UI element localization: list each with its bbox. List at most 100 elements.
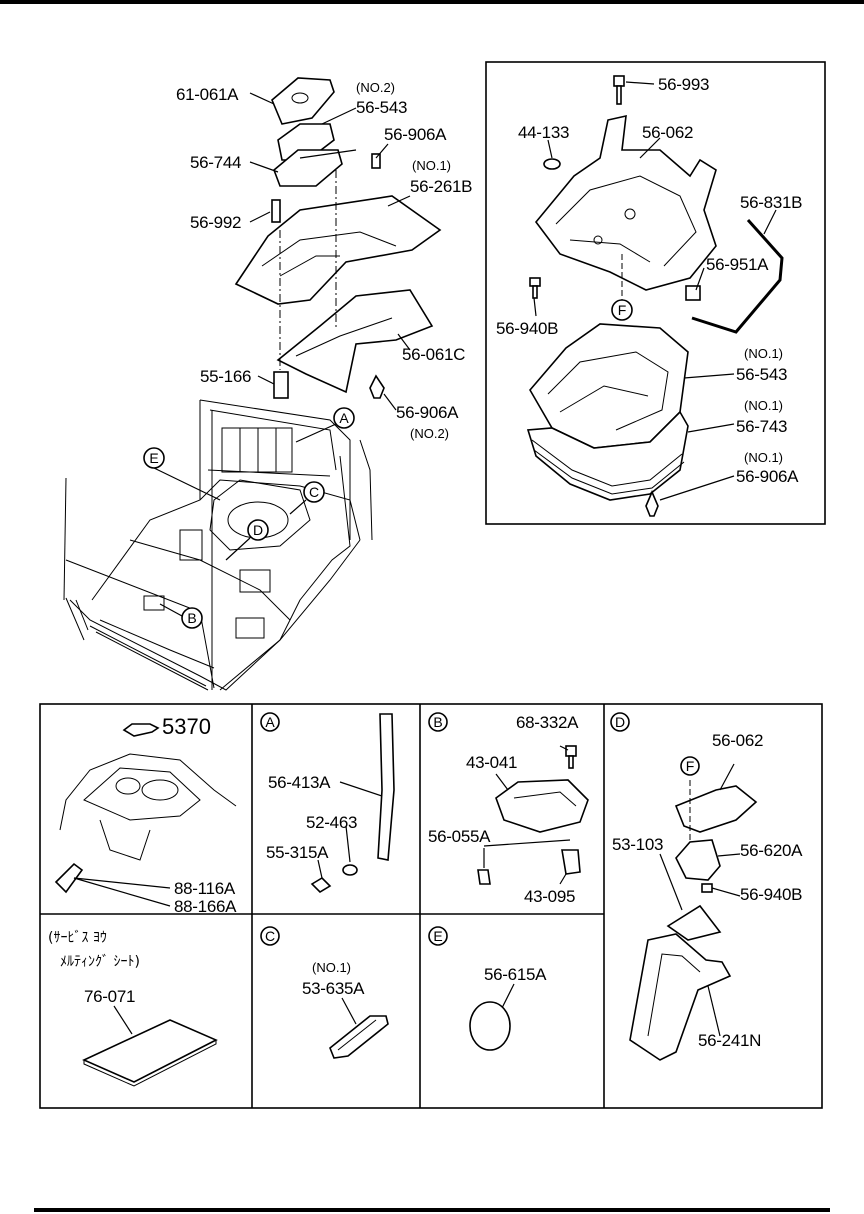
- part-61-061A: [271, 77, 335, 125]
- part-56-413A: [377, 713, 395, 861]
- detail-f-leaders: [533, 81, 777, 501]
- label-53-103: 53-103: [612, 835, 663, 854]
- panel-d-tag: D: [615, 714, 625, 730]
- part-53-635A: [329, 1015, 389, 1059]
- part-55-315A: [310, 876, 332, 894]
- part-56-543-top: [277, 123, 335, 161]
- part-56-615A: [469, 1001, 511, 1051]
- callout-c: C: [309, 484, 319, 500]
- label-f-no1-c: (NO.1): [744, 450, 783, 465]
- label-f-56-062: 56-062: [642, 123, 693, 142]
- label-d-F: F: [686, 758, 695, 774]
- label-f-56-993: 56-993: [658, 75, 709, 94]
- label-f-56-940B: 56-940B: [496, 319, 558, 338]
- part-56-062-d: [674, 785, 758, 833]
- panel-c: C (NO.1) 53-635A: [260, 926, 389, 1059]
- label-56-992: 56-992: [190, 213, 241, 232]
- panel-service: (ｻｰﾋﾞｽ ﾖｳ ﾒﾙﾃｨﾝｸﾞ ｼｰﾄ) 76-071: [48, 930, 218, 1087]
- part-56-744: [273, 149, 343, 187]
- detail-f-labels: 56-993 44-133 56-062 56-831B 56-951A 56-…: [496, 75, 802, 486]
- part-52-463: [342, 864, 358, 876]
- panel-grid: [39, 703, 823, 1109]
- callout-d: D: [253, 522, 263, 538]
- label-56-906A-top: 56-906A: [384, 125, 447, 144]
- main-labels: 61-061A (NO.2) 56-543 56-906A 56-744 (NO…: [176, 80, 472, 441]
- part-55-166: [273, 371, 289, 399]
- label-55-166: 55-166: [200, 367, 251, 386]
- service-note-line2: ﾒﾙﾃｨﾝｸﾞ ｼｰﾄ): [60, 954, 140, 970]
- label-56-055A: 56-055A: [428, 827, 491, 846]
- label-f-56-543: 56-543: [736, 365, 787, 384]
- part-68-332A: [565, 745, 577, 757]
- detail-f-parts: [526, 75, 784, 517]
- part-56-055A: [477, 869, 491, 885]
- label-56-744: 56-744: [190, 153, 241, 172]
- detail-f-box: [485, 61, 826, 525]
- part-43-041: [495, 779, 589, 833]
- panel-b: B 68-332A 43-041 56-055A 43-095: [428, 712, 589, 906]
- part-56-831B: [691, 218, 784, 334]
- label-56-906A-mid: 56-906A: [396, 403, 459, 422]
- label-f-56-831B: 56-831B: [740, 193, 802, 212]
- label-f-56-743: 56-743: [736, 417, 787, 436]
- callout-f: F: [618, 302, 627, 318]
- label-f-56-906A: 56-906A: [736, 467, 799, 486]
- part-56-261B: [234, 195, 442, 305]
- label-61-061A: 61-061A: [176, 85, 239, 104]
- main-callouts: A C E D B: [143, 407, 355, 629]
- label-f-56-951A: 56-951A: [706, 255, 769, 274]
- label-no1-top: (NO.1): [412, 158, 451, 173]
- label-88-166A: 88-166A: [174, 897, 237, 916]
- label-55-315A: 55-315A: [266, 843, 329, 862]
- main-exploded-view: [63, 77, 442, 691]
- label-68-332A: 68-332A: [516, 713, 579, 732]
- label-76-071: 76-071: [84, 987, 135, 1006]
- label-f-44-133: 44-133: [518, 123, 569, 142]
- part-56-992: [271, 199, 281, 223]
- label-43-041: 43-041: [466, 753, 517, 772]
- label-88-116A: 88-116A: [174, 879, 236, 898]
- pointing-hand-icon: [122, 723, 160, 737]
- panel-a-tag: A: [265, 714, 275, 730]
- main-leaders: [153, 92, 411, 617]
- label-56-615A: 56-615A: [484, 965, 547, 984]
- label-52-463: 52-463: [306, 813, 357, 832]
- top-rule: [0, 0, 864, 4]
- part-56-906A-f: [645, 489, 659, 517]
- part-43-095: [561, 849, 581, 875]
- bottom-rule: [34, 1208, 830, 1212]
- callout-b: B: [187, 610, 196, 626]
- callout-e: E: [149, 450, 158, 466]
- panel-c-tag: C: [265, 928, 275, 944]
- part-88-116A: [54, 862, 84, 894]
- part-56-743-f: [526, 410, 689, 501]
- part-56-906A-top: [371, 153, 381, 169]
- label-56-413A: 56-413A: [268, 773, 331, 792]
- label-53-635A: 53-635A: [302, 979, 365, 998]
- label-d-56-940B: 56-940B: [740, 885, 802, 904]
- part-56-620A: [675, 839, 721, 881]
- label-f-no1-b: (NO.1): [744, 398, 783, 413]
- panel-d: D 56-062 F 53-103 56-620A 56-940B 56-241…: [610, 712, 803, 1061]
- label-56-543-top: 56-543: [356, 98, 407, 117]
- service-note-line1: (ｻｰﾋﾞｽ ﾖｳ: [48, 930, 107, 946]
- label-56-620A: 56-620A: [740, 841, 803, 860]
- label-43-095: 43-095: [524, 887, 575, 906]
- part-53-103: [666, 904, 722, 941]
- label-56-061C: 56-061C: [402, 345, 465, 364]
- part-56-940B-d: [701, 883, 713, 893]
- label-c-no1: (NO.1): [312, 960, 351, 975]
- panel-fig-5370: 5370 88-116A 88-166A: [54, 714, 237, 916]
- label-56-241N: 56-241N: [698, 1031, 761, 1050]
- label-d-56-062: 56-062: [712, 731, 763, 750]
- part-56-061C: [276, 289, 434, 394]
- panel-b-tag: B: [433, 714, 442, 730]
- label-f-no1-a: (NO.1): [744, 346, 783, 361]
- callout-a: A: [339, 410, 349, 426]
- fig-ref-5370: 5370: [162, 714, 211, 739]
- part-56-241N: [629, 933, 732, 1061]
- part-56-906A-mid: [369, 374, 385, 399]
- panel-e-tag: E: [433, 928, 442, 944]
- label-no2-top: (NO.2): [356, 80, 395, 95]
